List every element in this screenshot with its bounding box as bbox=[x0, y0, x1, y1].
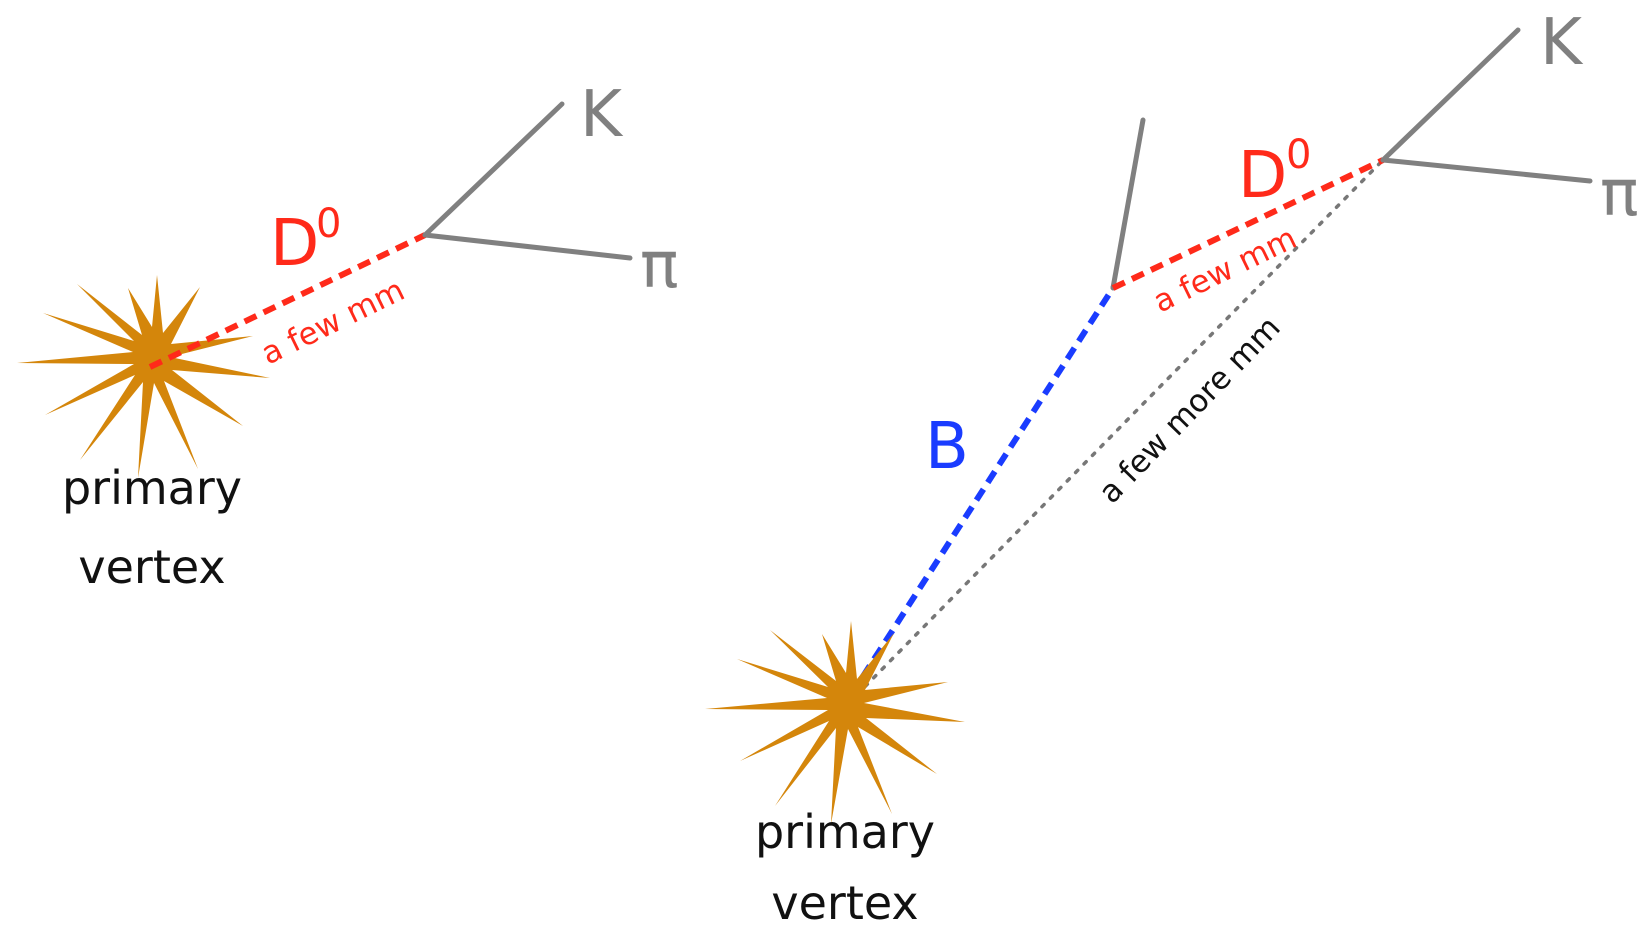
right-panel: B D 0 a few mm a few more mm K π primary… bbox=[705, 6, 1639, 929]
left-pion-label: π bbox=[640, 229, 679, 303]
right-b-label: B bbox=[925, 410, 969, 484]
left-kaon-track bbox=[422, 101, 565, 238]
left-primary-vertex-star-icon bbox=[17, 275, 270, 478]
right-dotted-track bbox=[838, 158, 1385, 714]
right-vertex-label-line2: vertex bbox=[771, 876, 918, 929]
left-d0-track bbox=[148, 232, 427, 370]
left-d0-superscript: 0 bbox=[316, 201, 341, 247]
right-primary-vertex-star-icon bbox=[705, 621, 965, 824]
left-kaon-label: K bbox=[580, 78, 624, 152]
left-vertex-label-line1: primary bbox=[62, 461, 242, 515]
left-vertex-label-line2: vertex bbox=[78, 540, 225, 594]
right-pion-track bbox=[1380, 157, 1593, 184]
left-pion-track bbox=[422, 232, 633, 261]
right-d0-label: D bbox=[1238, 139, 1287, 213]
right-pion-label: π bbox=[1600, 157, 1639, 231]
right-d0-superscript: 0 bbox=[1286, 132, 1311, 178]
right-kaon-track bbox=[1380, 27, 1521, 163]
left-d0-label: D bbox=[270, 207, 319, 281]
right-kaon-label: K bbox=[1540, 6, 1584, 80]
right-distance-label: a few mm bbox=[1148, 220, 1303, 320]
right-b-track bbox=[837, 286, 1116, 714]
right-d0-track bbox=[1111, 157, 1385, 291]
right-vertex-label-line1: primary bbox=[755, 805, 935, 859]
right-b-daughter-track bbox=[1110, 117, 1146, 291]
left-distance-label: a few mm bbox=[256, 272, 411, 372]
right-total-distance-label: a few more mm bbox=[1092, 310, 1288, 511]
left-panel: D 0 a few mm K π primary vertex bbox=[17, 78, 679, 594]
